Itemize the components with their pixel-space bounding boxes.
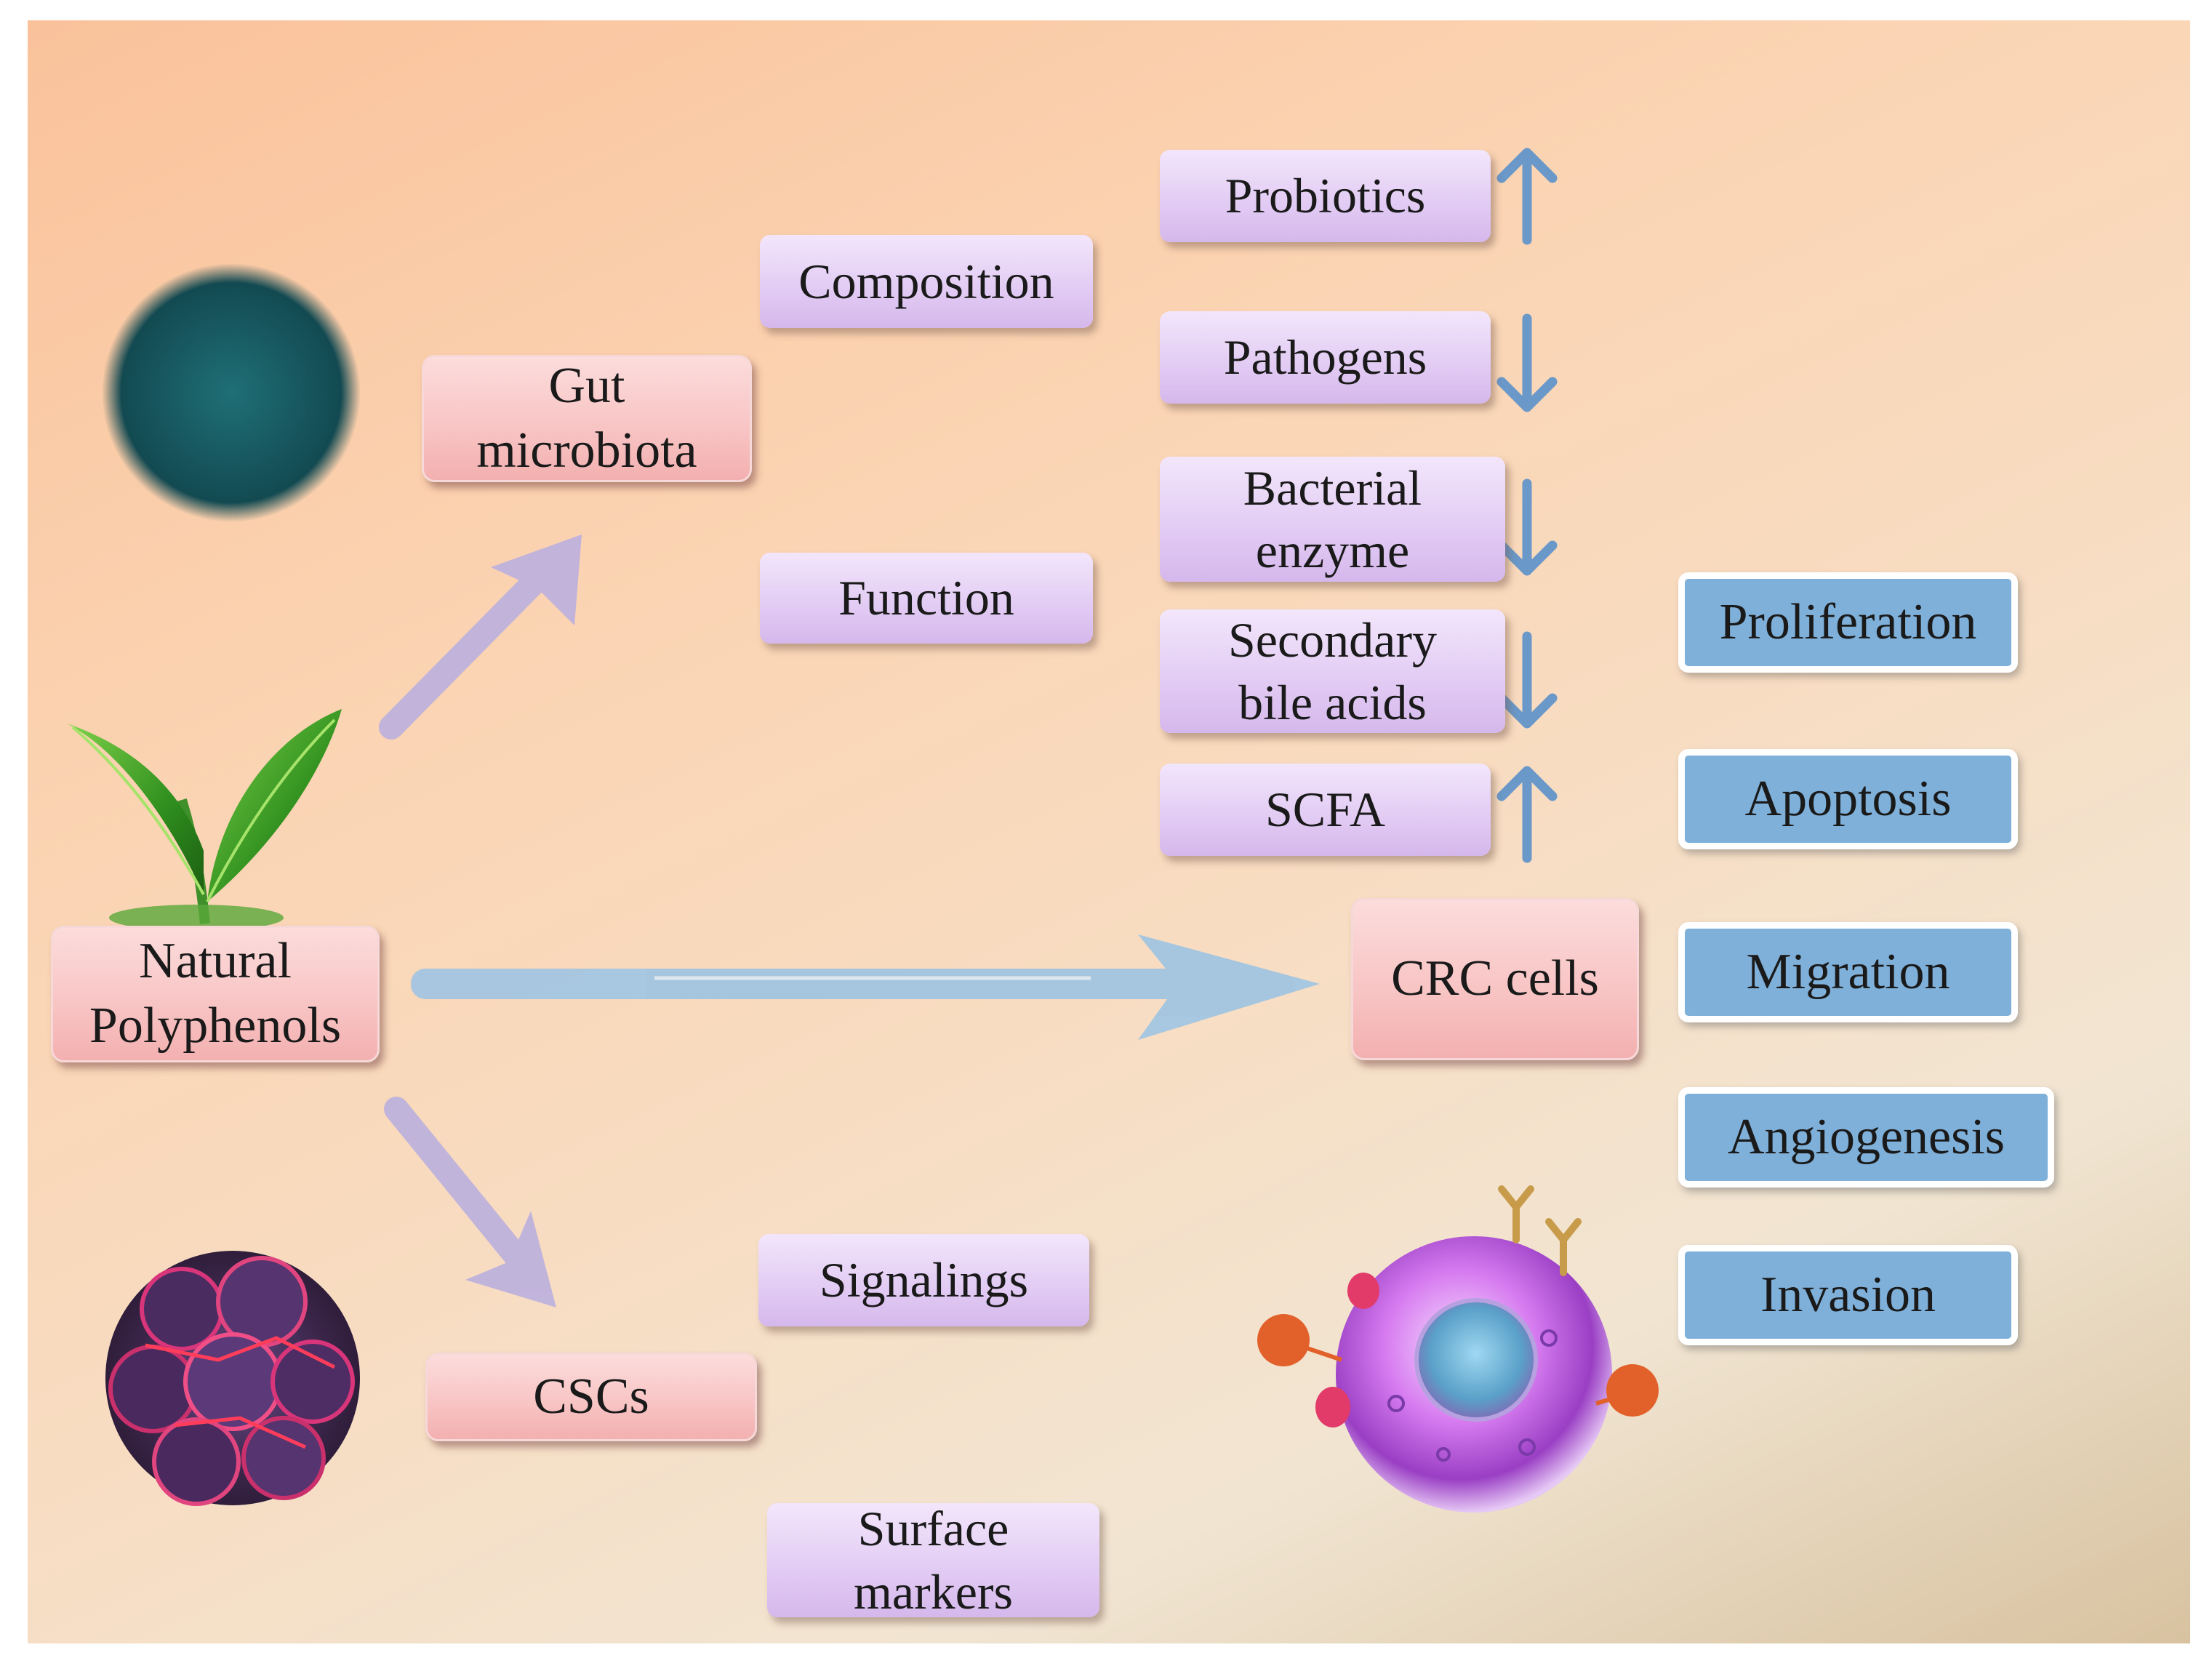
migration-node: Migration xyxy=(1678,922,2018,1022)
cancer-cell-image xyxy=(1257,1185,1659,1513)
apoptosis-node: Apoptosis xyxy=(1678,749,2018,849)
up-arrow-icon xyxy=(1496,148,1558,245)
pathogens-node: Pathogens xyxy=(1160,311,1491,404)
natural-polyphenols-node: Natural Polyphenols xyxy=(51,926,380,1062)
arrow-to-gut-microbiota xyxy=(379,534,582,740)
composition-node: Composition xyxy=(760,235,1093,328)
down-arrow-icon xyxy=(1496,478,1558,576)
down-arrow-icon xyxy=(1496,313,1558,412)
arrow-to-cscs xyxy=(384,1097,556,1307)
surface-markers-node: Surface markers xyxy=(767,1501,1099,1619)
scfa-node: SCFA xyxy=(1160,764,1491,856)
crc-cells-node: CRC cells xyxy=(1351,898,1639,1060)
bacteria-image xyxy=(102,263,361,537)
probiotics-node: Probiotics xyxy=(1160,150,1491,242)
proliferation-node: Proliferation xyxy=(1678,572,2018,673)
down-arrow-icon xyxy=(1496,631,1558,729)
plant-sprout-image xyxy=(67,709,342,931)
up-arrow-icon xyxy=(1496,766,1558,863)
function-node: Function xyxy=(760,553,1093,644)
angiogenesis-node: Angiogenesis xyxy=(1678,1087,2054,1188)
secondary-bile-acids-node: Secondary bile acids xyxy=(1160,609,1505,733)
bacterial-enzyme-node: Bacterial enzyme xyxy=(1160,457,1505,582)
tumor-cell-cluster-image xyxy=(105,1251,360,1506)
cscs-node: CSCs xyxy=(425,1353,757,1441)
arrow-to-crc-cells xyxy=(411,934,1320,1040)
invasion-node: Invasion xyxy=(1678,1245,2018,1345)
gut-microbiota-node: Gut microbiota xyxy=(422,355,752,482)
signalings-node: Signalings xyxy=(758,1234,1089,1326)
